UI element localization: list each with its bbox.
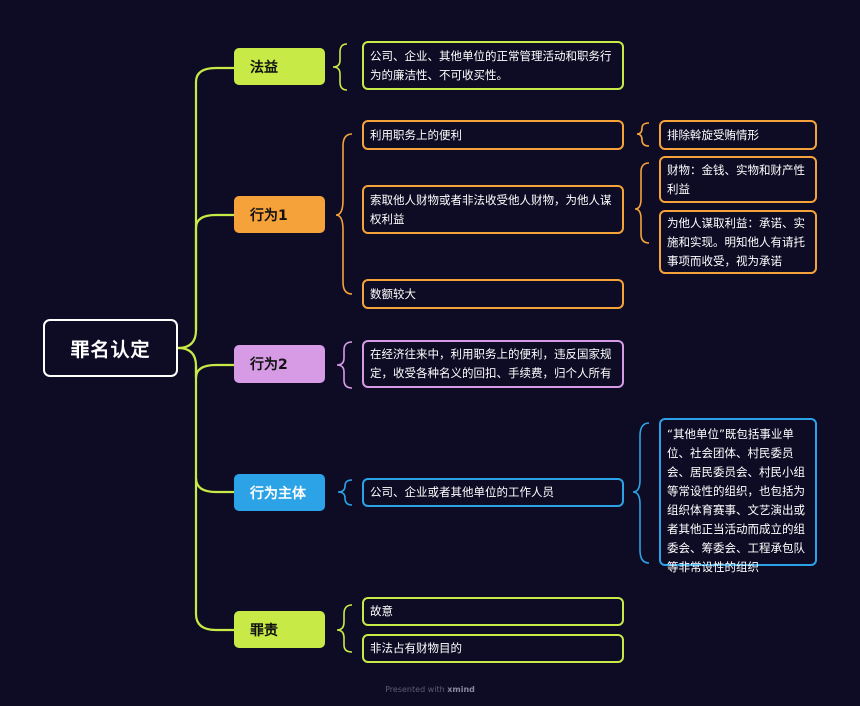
zuize-item-intent[interactable]: 故意: [362, 597, 624, 626]
branch-zhuti[interactable]: 行为主体: [234, 474, 325, 511]
footer-brand: xmind: [447, 685, 475, 694]
zhuti-detail[interactable]: 公司、企业或者其他单位的工作人员: [362, 478, 624, 507]
branch-fayi[interactable]: 法益: [234, 48, 325, 85]
xingwei1-sub-exclude[interactable]: 排除斡旋受贿情形: [659, 120, 817, 150]
zuize-item-purpose[interactable]: 非法占有财物目的: [362, 634, 624, 663]
root-topic[interactable]: 罪名认定: [43, 319, 178, 377]
fayi-detail[interactable]: 公司、企业、其他单位的正常管理活动和职务行为的廉洁性、不可收买性。: [362, 41, 624, 90]
xingwei1-item-2[interactable]: 索取他人财物或者非法收受他人财物，为他人谋权利益: [362, 185, 624, 234]
branch-xingwei2[interactable]: 行为2: [234, 345, 325, 383]
xingwei2-detail[interactable]: 在经济往来中，利用职务上的便利，违反国家规定，收受各种名义的回扣、手续费，归个人…: [362, 340, 624, 388]
branch-xingwei1[interactable]: 行为1: [234, 196, 325, 233]
zhuti-other-unit-note[interactable]: “其他单位”既包括事业单位、社会团体、村民委员会、居民委员会、村民小组等常设性的…: [659, 418, 817, 574]
xingwei1-sub-property[interactable]: 财物：金钱、实物和财产性利益: [659, 156, 817, 203]
footer-prefix: Presented with: [385, 685, 448, 694]
xingwei1-item-3[interactable]: 数额较大: [362, 279, 624, 309]
branch-zuize[interactable]: 罪责: [234, 611, 325, 648]
xingwei1-item-1[interactable]: 利用职务上的便利: [362, 120, 624, 150]
footer-watermark: Presented with xmind: [0, 685, 860, 694]
xingwei1-sub-benefit[interactable]: 为他人谋取利益：承诺、实施和实现。明知他人有请托事项而收受，视为承诺: [659, 210, 817, 274]
